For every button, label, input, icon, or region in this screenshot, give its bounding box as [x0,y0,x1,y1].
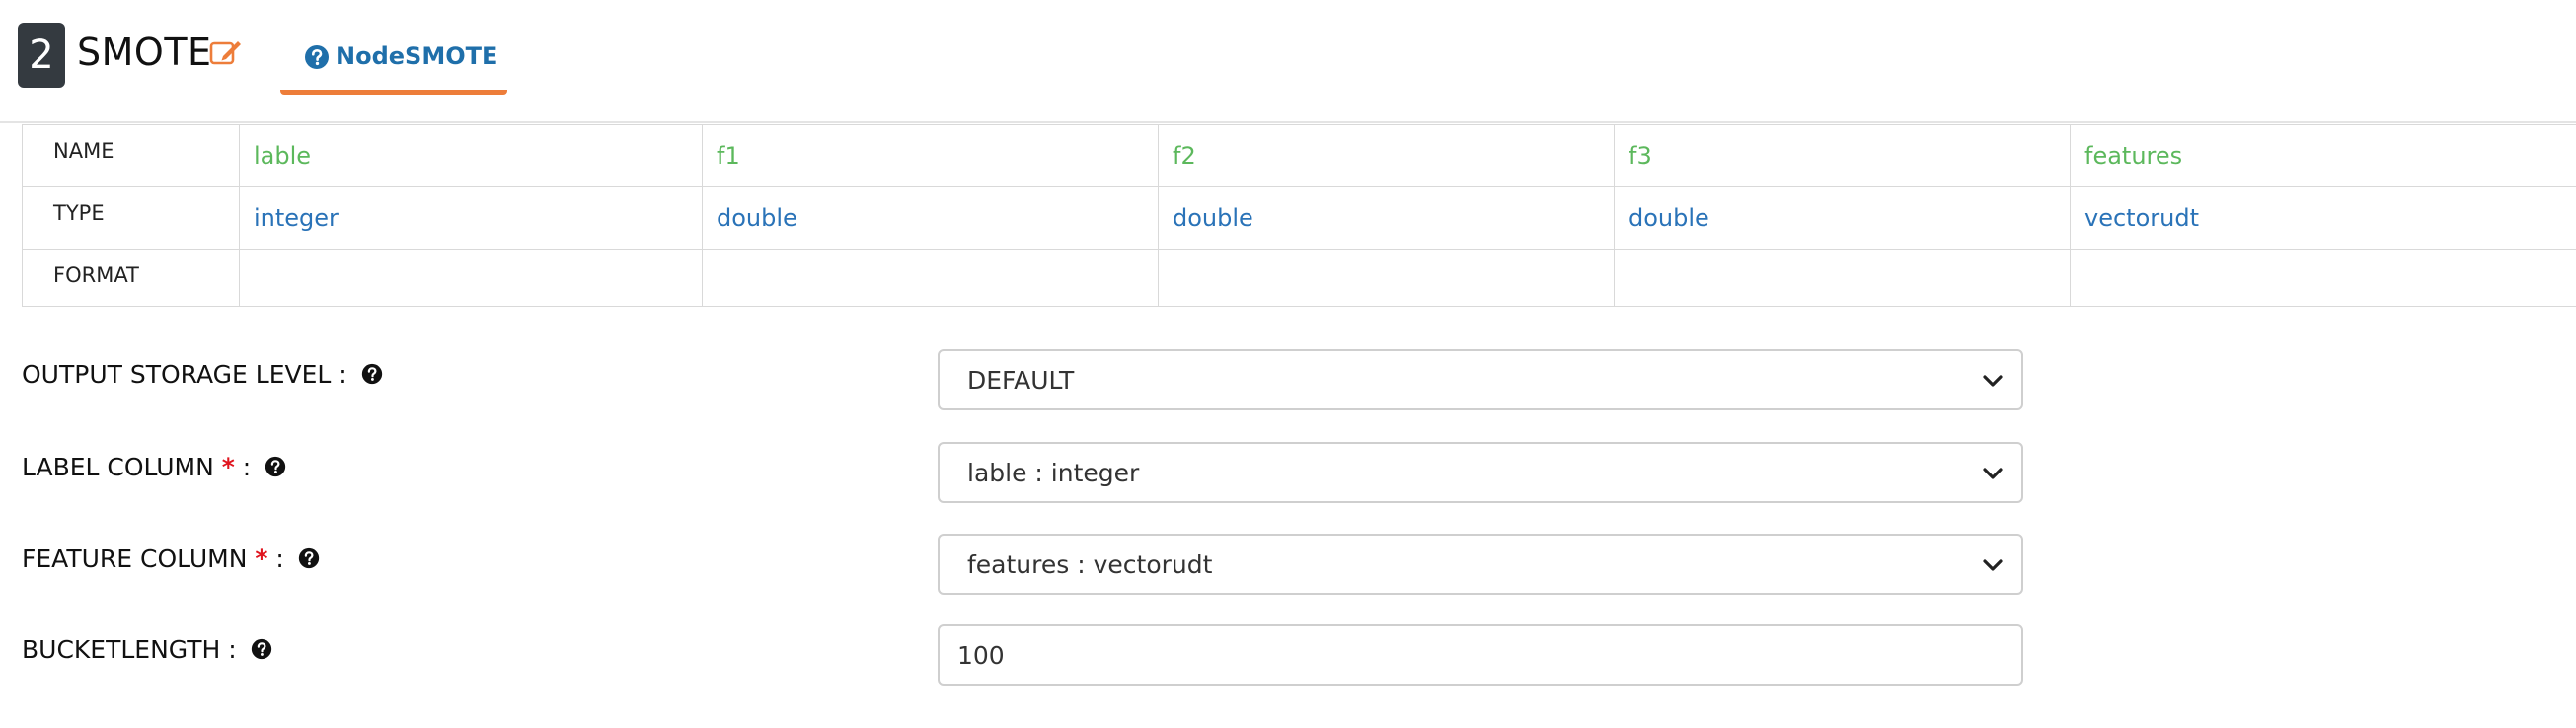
step-number-badge: 2 [18,23,65,88]
column-name-cell: f3 [1614,124,2071,187]
chevron-down-icon [1983,375,2003,387]
select-value: lable : integer [967,459,1140,487]
required-asterisk: * [221,453,235,481]
column-format-cell [2070,249,2576,307]
question-circle-icon[interactable] [265,456,286,477]
column-format-cell [1158,249,1615,307]
schema-row-type: TYPE integer double double double vector… [22,186,2576,250]
schema-row-format: FORMAT [22,249,2576,307]
required-asterisk: * [255,545,268,573]
column-type-cell: integer [239,186,703,250]
column-type-cell: vectorudt [2070,186,2576,250]
bucket-length-input[interactable]: 100 [938,624,2023,686]
feature-column-label: FEATURE COLUMN * : [22,544,320,575]
question-circle-icon[interactable] [361,363,383,385]
feature-column-row: FEATURE COLUMN * : features : vectorudt [22,534,2025,597]
input-value: 100 [957,641,1005,670]
label-column-select[interactable]: lable : integer [938,442,2023,503]
question-circle-icon[interactable] [298,547,320,569]
chevron-down-icon [1983,559,2003,571]
schema-row-name: NAME lable f1 f2 f3 features [22,124,2576,187]
column-type-cell: double [702,186,1159,250]
node-header: 2 SMOTE NodeSMOTE [0,0,2576,123]
column-name-cell: f1 [702,124,1159,187]
question-circle-icon [305,45,329,69]
column-name-cell: features [2070,124,2576,187]
tab-label: NodeSMOTE [336,42,498,70]
column-format-cell [702,249,1159,307]
label-column-label: LABEL COLUMN * : [22,452,286,483]
node-title: SMOTE [77,31,212,74]
edit-icon[interactable] [209,37,243,67]
bucket-length-label: BUCKETLENGTH : [22,634,272,666]
column-name-cell: f2 [1158,124,1615,187]
row-header-type: TYPE [22,186,240,250]
question-circle-icon[interactable] [251,638,272,660]
row-header-format: FORMAT [22,249,240,307]
column-format-cell [1614,249,2071,307]
output-storage-level-label: OUTPUT STORAGE LEVEL : [22,359,383,391]
column-format-cell [239,249,703,307]
schema-table: NAME lable f1 f2 f3 features TYPE intege… [22,124,2576,307]
select-value: DEFAULT [967,366,1075,395]
column-name-cell: lable [239,124,703,187]
output-storage-level-select[interactable]: DEFAULT [938,349,2023,410]
column-type-cell: double [1158,186,1615,250]
label-column-row: LABEL COLUMN * : lable : integer [22,442,2025,505]
chevron-down-icon [1983,468,2003,479]
tab-nodesmote[interactable]: NodeSMOTE [280,20,507,95]
row-header-name: NAME [22,124,240,187]
output-storage-level-row: OUTPUT STORAGE LEVEL : DEFAULT [22,349,2025,412]
feature-column-select[interactable]: features : vectorudt [938,534,2023,595]
column-type-cell: double [1614,186,2071,250]
select-value: features : vectorudt [967,550,1213,579]
bucket-length-row: BUCKETLENGTH : 100 [22,624,2025,688]
